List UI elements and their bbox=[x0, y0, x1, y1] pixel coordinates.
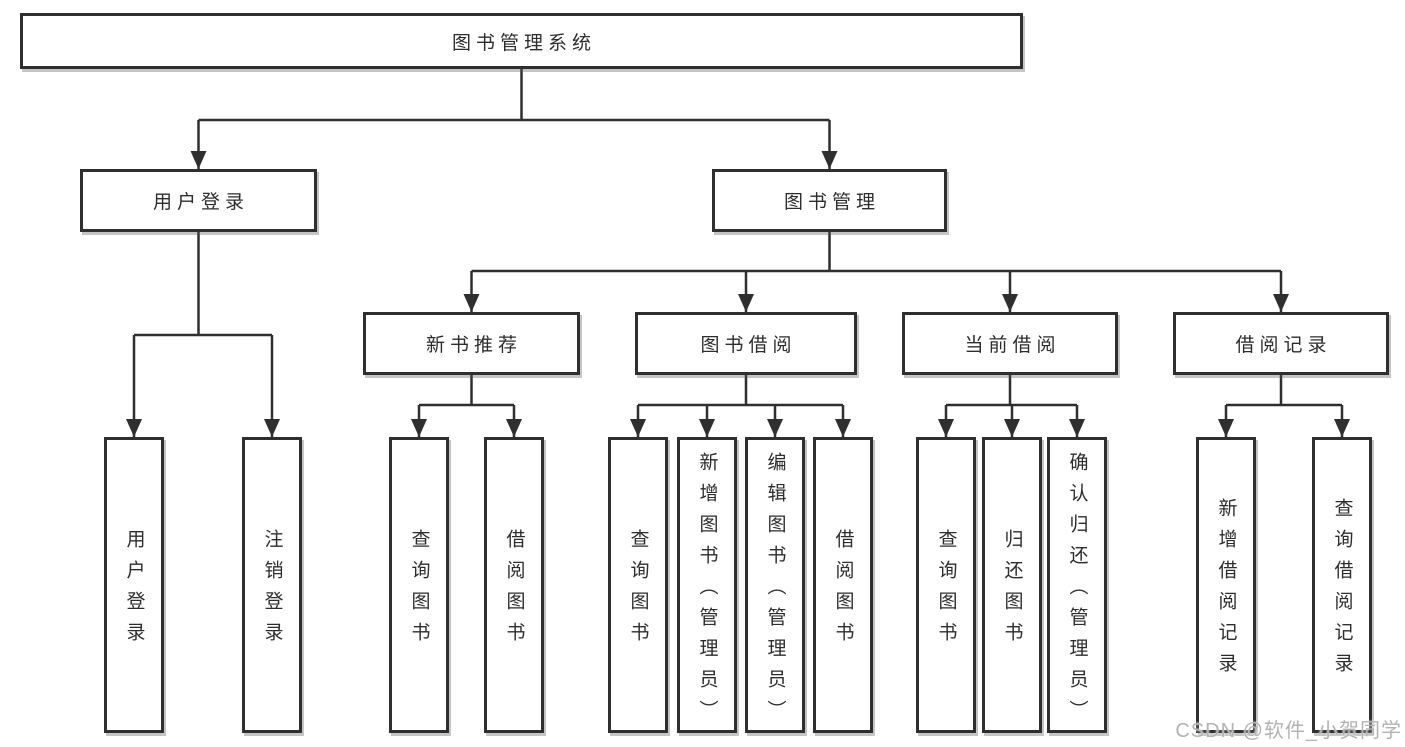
leaf-borrow-borrow-book: 借阅图书 bbox=[813, 437, 873, 733]
leaf-user-login-label: 用户登录 bbox=[123, 529, 145, 653]
leaf-record-query-borrow-record-label: 查询借阅记录 bbox=[1331, 498, 1353, 684]
leaf-user-login: 用户登录 bbox=[104, 437, 164, 733]
leaf-borrow-add-book-admin: 新增图书（管理员） bbox=[677, 437, 737, 733]
leaf-current-return-book-label: 归还图书 bbox=[1001, 529, 1023, 653]
leaf-borrow-query-book-label: 查询图书 bbox=[627, 529, 649, 653]
leaf-borrow-borrow-book-label: 借阅图书 bbox=[832, 529, 854, 653]
node-book-management-label: 图书管理 bbox=[783, 192, 880, 213]
arrowheads bbox=[126, 151, 1350, 437]
node-book-borrow-label: 图书借阅 bbox=[700, 335, 797, 356]
csdn-watermark: CSDN @软件_小贺同学 bbox=[1175, 720, 1402, 742]
leaf-borrow-query-book: 查询图书 bbox=[608, 437, 668, 733]
node-root-system: 图书管理系统 bbox=[20, 13, 1023, 69]
node-new-book-recommend: 新书推荐 bbox=[363, 312, 580, 375]
node-book-management: 图书管理 bbox=[712, 169, 947, 232]
leaf-current-query-book: 查询图书 bbox=[916, 437, 976, 733]
node-root-label: 图书管理系统 bbox=[451, 32, 596, 54]
leaf-current-confirm-return-admin: 确认归还（管理员） bbox=[1047, 437, 1107, 733]
node-book-borrow: 图书借阅 bbox=[635, 312, 857, 375]
node-borrow-record: 借阅记录 bbox=[1173, 312, 1389, 375]
node-current-borrow: 当前借阅 bbox=[902, 312, 1118, 375]
node-borrow-record-label: 借阅记录 bbox=[1235, 335, 1332, 356]
leaf-record-add-borrow-record-label: 新增借阅记录 bbox=[1215, 498, 1237, 684]
leaf-recommend-borrow-book-label: 借阅图书 bbox=[503, 529, 525, 653]
node-user-login-label: 用户登录 bbox=[152, 192, 249, 213]
leaf-current-query-book-label: 查询图书 bbox=[935, 529, 957, 653]
node-current-borrow-label: 当前借阅 bbox=[964, 335, 1061, 356]
leaf-borrow-add-book-admin-label: 新增图书（管理员） bbox=[696, 451, 718, 731]
leaf-recommend-query-book-label: 查询图书 bbox=[408, 529, 430, 653]
leaf-current-return-book: 归还图书 bbox=[982, 437, 1042, 733]
leaf-logout-login-label: 注销登录 bbox=[261, 529, 283, 653]
leaf-borrow-edit-book-admin-label: 编辑图书（管理员） bbox=[764, 451, 786, 731]
leaf-record-add-borrow-record: 新增借阅记录 bbox=[1196, 437, 1256, 733]
leaf-borrow-edit-book-admin: 编辑图书（管理员） bbox=[745, 437, 805, 733]
leaf-logout-login: 注销登录 bbox=[242, 437, 302, 733]
node-new-book-recommend-label: 新书推荐 bbox=[425, 335, 522, 356]
leaf-current-confirm-return-admin-label: 确认归还（管理员） bbox=[1066, 451, 1088, 731]
leaf-record-query-borrow-record: 查询借阅记录 bbox=[1312, 437, 1372, 733]
leaf-recommend-borrow-book: 借阅图书 bbox=[484, 437, 544, 733]
leaf-recommend-query-book: 查询图书 bbox=[389, 437, 449, 733]
node-user-login: 用户登录 bbox=[80, 169, 317, 232]
